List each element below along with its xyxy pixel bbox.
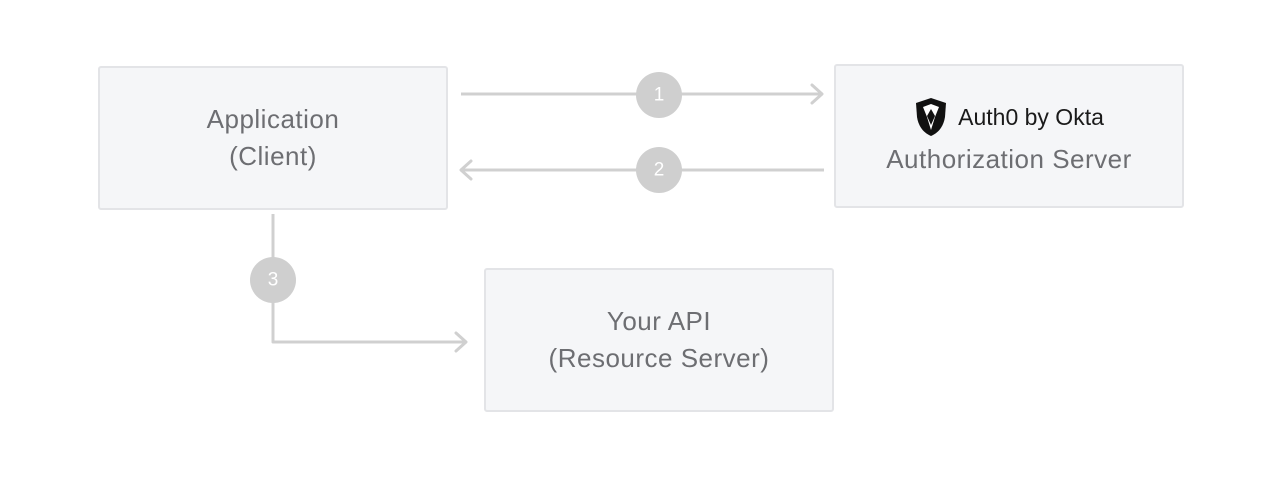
step-badge-3 (250, 257, 296, 303)
application-client-box: Application (Client) (98, 66, 448, 210)
auth0-shield-icon (916, 98, 947, 136)
step-label-1: 1 (654, 85, 665, 106)
step-badge-1 (636, 72, 682, 118)
step-label-3: 3 (268, 270, 279, 291)
resource-server-subtitle: (Resource Server) (548, 343, 770, 373)
auth0-brand: Auth0 by Okta (914, 97, 1104, 137)
arrow-step-3: 3 (250, 214, 468, 353)
resource-server-box: Your API (Resource Server) (484, 268, 834, 412)
step-label-2: 2 (654, 160, 665, 181)
application-title: Application (206, 104, 340, 134)
authorization-server-box: Auth0 by Okta Authorization Server (834, 64, 1184, 208)
application-subtitle: (Client) (229, 141, 317, 171)
auth0-brand-text: Auth0 by Okta (958, 104, 1104, 130)
resource-server-title: Your API (606, 306, 712, 336)
step-badge-2 (636, 147, 682, 193)
arrow-step-1: 1 (461, 72, 824, 118)
arrow-step-2: 2 (459, 147, 824, 193)
authorization-server-title: Authorization Server (886, 144, 1132, 174)
